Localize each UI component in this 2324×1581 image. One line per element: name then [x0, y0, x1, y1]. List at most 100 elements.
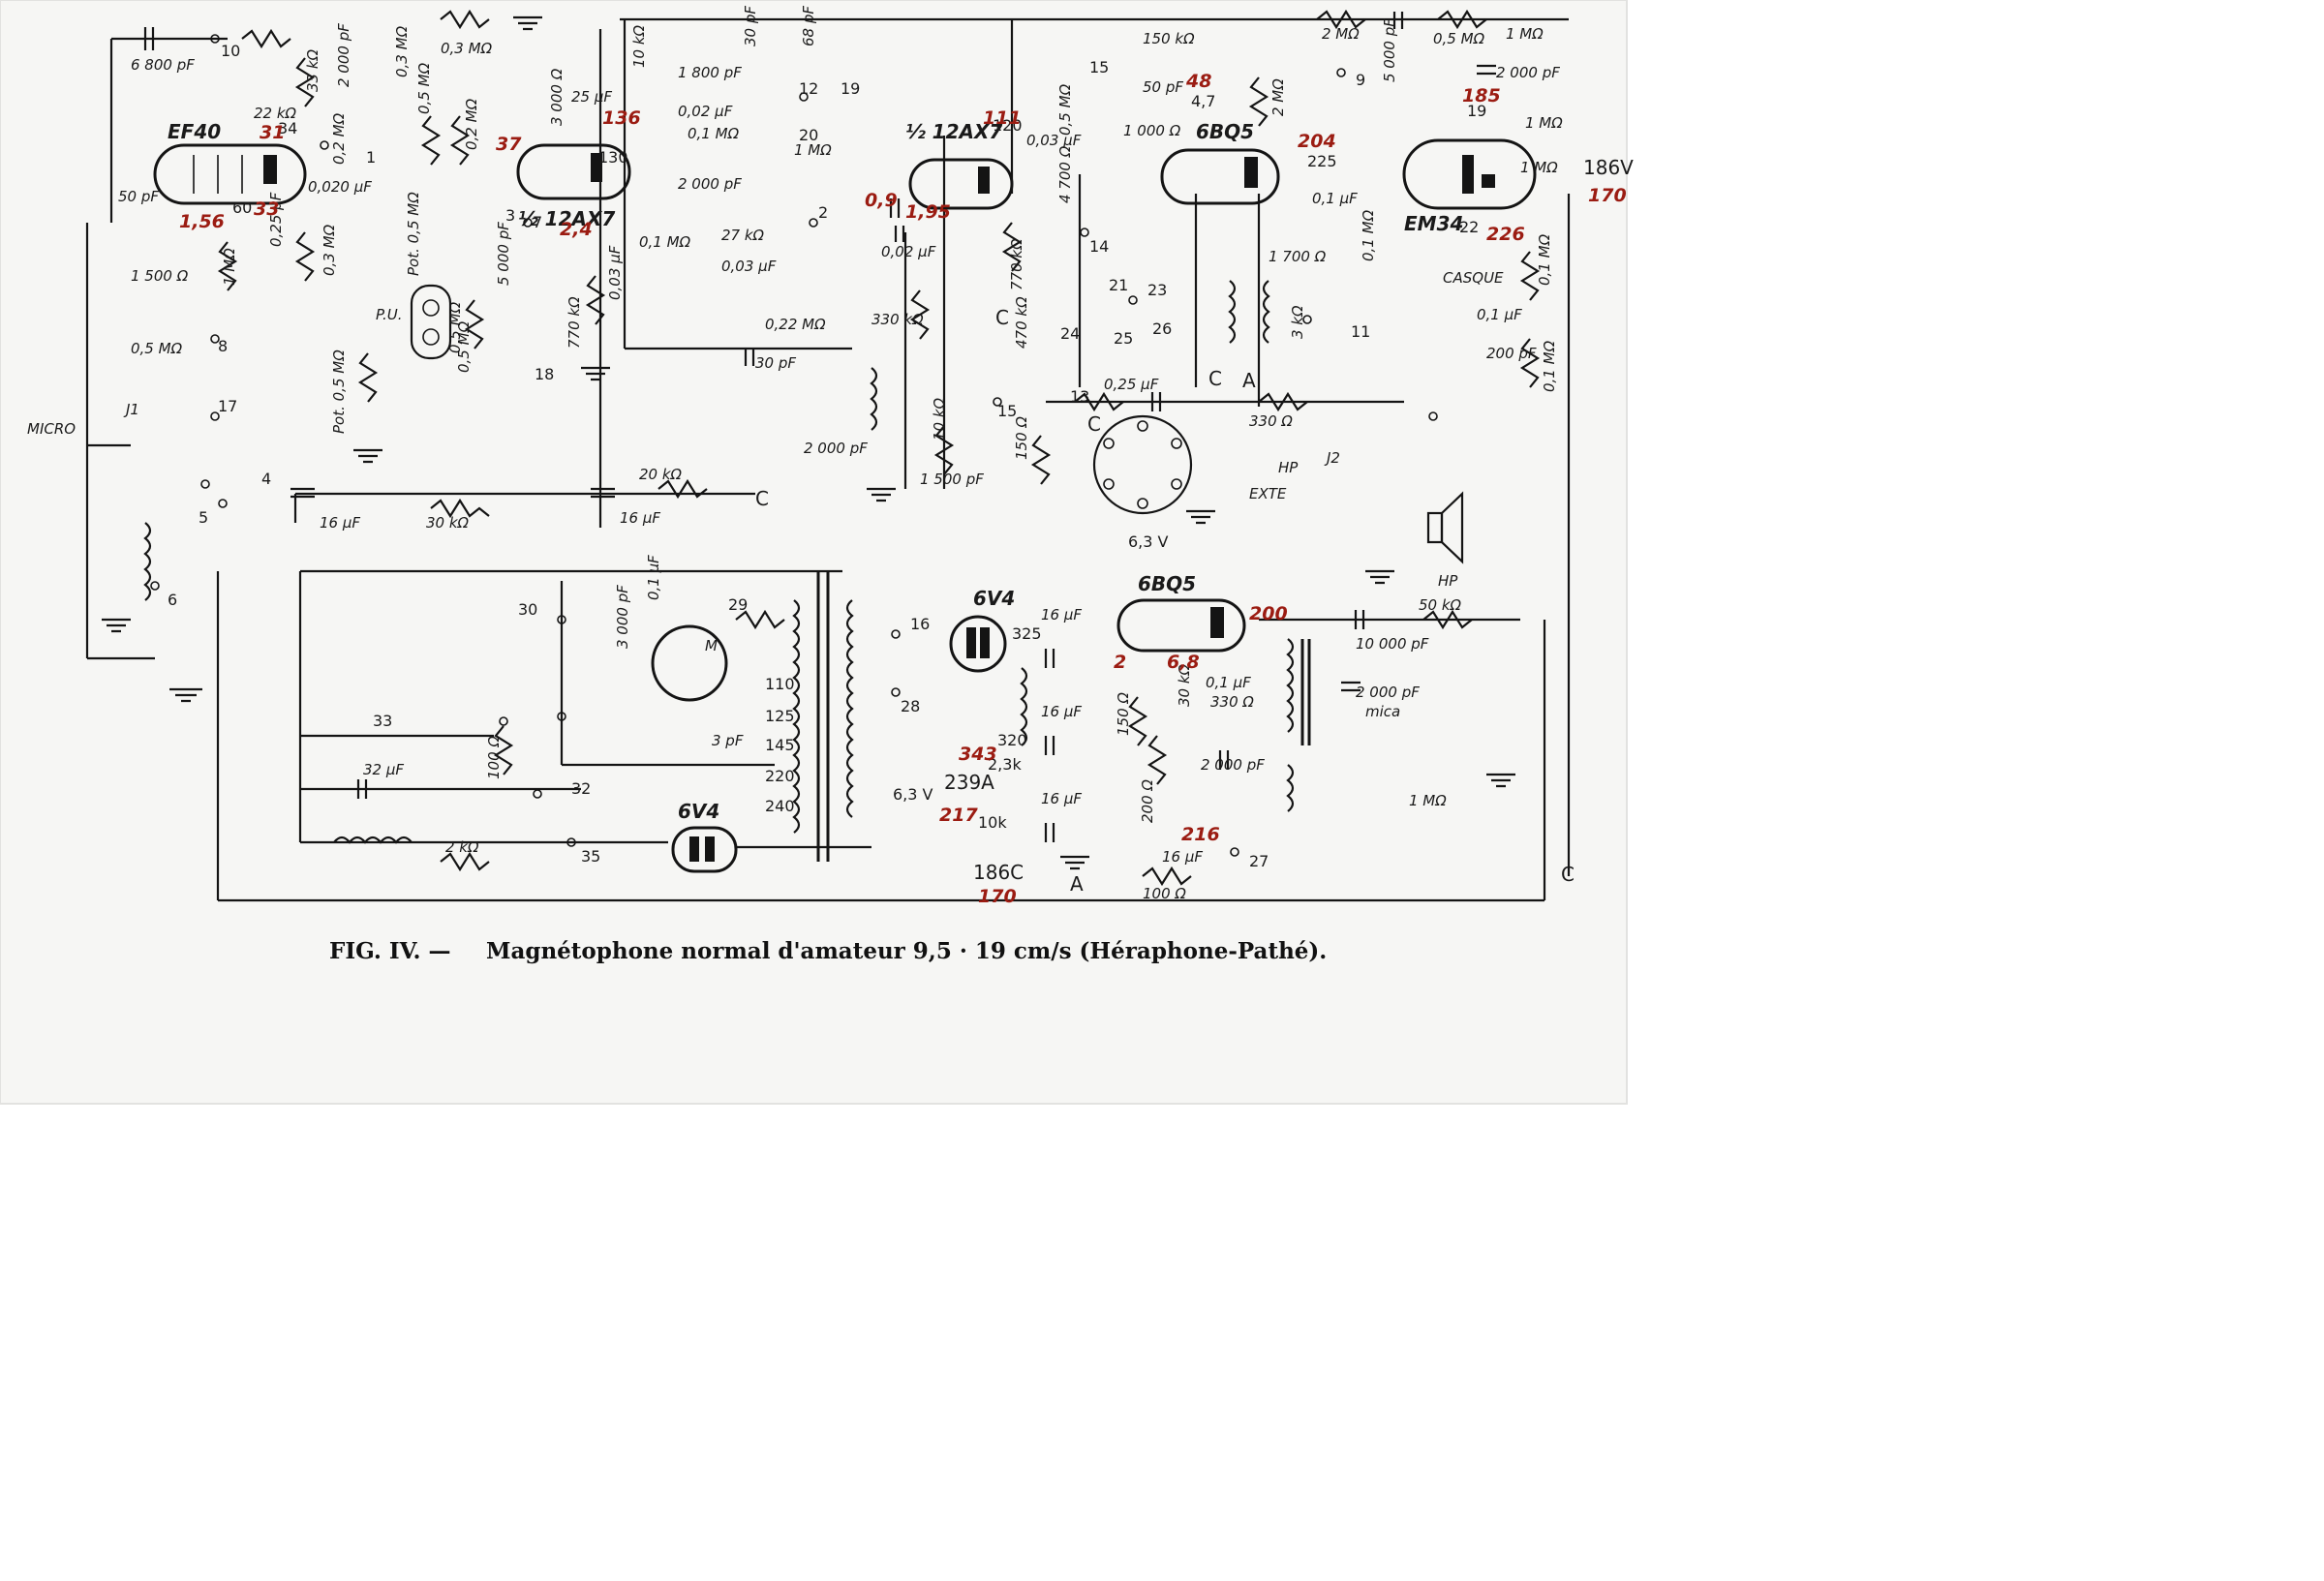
svg-text:1 500 Ω: 1 500 Ω	[131, 267, 189, 285]
svg-text:0,25 µF: 0,25 µF	[1104, 376, 1159, 393]
svg-text:100 Ω: 100 Ω	[485, 736, 503, 779]
svg-text:0,1 MΩ: 0,1 MΩ	[1536, 233, 1553, 286]
svg-text:15: 15	[1089, 58, 1109, 76]
paper-edge	[0, 0, 1628, 1105]
label-hp-exte-2: EXTE	[1249, 485, 1287, 502]
svg-text:2 kΩ: 2 kΩ	[445, 838, 479, 856]
svg-text:5 000 pF: 5 000 pF	[1381, 18, 1398, 82]
svg-text:30 pF: 30 pF	[742, 6, 759, 46]
svg-text:2,4: 2,4	[560, 219, 593, 240]
svg-text:330 kΩ: 330 kΩ	[872, 311, 924, 328]
label-casque: CASQUE	[1443, 269, 1504, 287]
svg-text:23: 23	[1147, 281, 1167, 299]
svg-text:226: 226	[1486, 224, 1525, 245]
svg-text:29: 29	[728, 595, 748, 614]
svg-text:2 MΩ: 2 MΩ	[1269, 78, 1287, 116]
tube-label-ef40: EF40	[168, 120, 221, 143]
svg-text:150 Ω: 150 Ω	[1013, 416, 1030, 460]
svg-text:9: 9	[1356, 71, 1365, 89]
svg-text:16 µF: 16 µF	[620, 509, 660, 527]
svg-text:5: 5	[199, 508, 208, 527]
svg-text:200 Ω: 200 Ω	[1139, 779, 1156, 823]
svg-text:2 000 pF: 2 000 pF	[804, 440, 868, 457]
svg-text:68 pF: 68 pF	[800, 6, 817, 46]
svg-text:0,5 MΩ: 0,5 MΩ	[1433, 30, 1485, 47]
svg-text:2 000 pF: 2 000 pF	[1201, 756, 1265, 774]
svg-text:1 800 pF: 1 800 pF	[678, 64, 742, 81]
svg-text:1,95: 1,95	[905, 201, 951, 223]
svg-text:3 kΩ: 3 kΩ	[1289, 305, 1306, 339]
svg-text:22: 22	[1459, 218, 1479, 236]
tube-label-6v4-a: 6V4	[973, 587, 1015, 610]
coils	[143, 280, 1295, 844]
label-pot2: Pot. 0,5 MΩ	[405, 192, 422, 276]
tube-label-6v4-b: 6V4	[678, 800, 719, 823]
svg-text:170: 170	[1588, 185, 1627, 206]
svg-text:136: 136	[602, 107, 641, 129]
svg-text:1 000 Ω: 1 000 Ω	[1123, 122, 1181, 139]
svg-text:17: 17	[218, 397, 237, 415]
svg-text:33: 33	[254, 198, 279, 220]
svg-text:10: 10	[221, 42, 240, 60]
svg-text:1 500 pF: 1 500 pF	[920, 471, 984, 488]
tube-label-6bq5-b: 6BQ5	[1138, 572, 1196, 595]
svg-text:2 000 pF: 2 000 pF	[678, 175, 742, 193]
svg-text:240: 240	[765, 797, 795, 815]
tube-label-em34: EM34	[1404, 212, 1463, 235]
svg-text:A: A	[1070, 872, 1084, 896]
svg-text:32: 32	[571, 779, 591, 798]
svg-text:30: 30	[518, 600, 537, 619]
svg-text:21: 21	[1109, 276, 1128, 294]
svg-text:26: 26	[1152, 319, 1172, 338]
tube-socket	[1092, 414, 1193, 515]
svg-text:470 kΩ: 470 kΩ	[1013, 296, 1030, 349]
svg-text:330 Ω: 330 Ω	[1249, 412, 1293, 430]
svg-text:5 000 pF: 5 000 pF	[495, 222, 512, 286]
svg-text:16 µF: 16 µF	[1041, 703, 1082, 720]
svg-text:1 MΩ: 1 MΩ	[794, 141, 832, 159]
svg-text:204: 204	[1298, 131, 1336, 152]
svg-text:0,1 MΩ: 0,1 MΩ	[688, 125, 740, 142]
svg-text:37: 37	[496, 134, 522, 155]
svg-text:0,1 MΩ: 0,1 MΩ	[1541, 340, 1558, 392]
svg-text:0,1 µF: 0,1 µF	[1477, 306, 1522, 323]
svg-text:22 kΩ: 22 kΩ	[254, 105, 297, 122]
svg-text:1 MΩ: 1 MΩ	[1506, 25, 1544, 43]
svg-text:343: 343	[959, 744, 997, 765]
loudspeaker-icon	[1426, 491, 1464, 564]
svg-text:3 000 Ω: 3 000 Ω	[548, 68, 566, 126]
svg-text:0,5 MΩ: 0,5 MΩ	[415, 62, 433, 114]
svg-text:3: 3	[505, 206, 515, 225]
svg-text:6 800 pF: 6 800 pF	[131, 56, 195, 74]
svg-text:150 kΩ: 150 kΩ	[1143, 30, 1195, 47]
svg-text:30 kΩ: 30 kΩ	[426, 514, 470, 532]
svg-text:0,25 µF: 0,25 µF	[267, 192, 285, 247]
svg-text:0,5 MΩ: 0,5 MΩ	[1056, 83, 1074, 136]
wiring	[85, 17, 1571, 902]
tube-6bq5-b	[1116, 598, 1246, 653]
svg-text:1 MΩ: 1 MΩ	[1409, 792, 1447, 809]
grounds	[102, 15, 1515, 870]
svg-text:0,02 µF: 0,02 µF	[678, 103, 733, 120]
svg-text:19: 19	[1467, 102, 1486, 120]
svg-text:6,8: 6,8	[1167, 652, 1200, 673]
svg-text:770 kΩ: 770 kΩ	[1008, 238, 1025, 290]
tube-ef40	[153, 143, 307, 205]
label-hp-exte-1: HP	[1278, 459, 1299, 476]
svg-text:C: C	[995, 306, 1009, 329]
svg-text:150 Ω: 150 Ω	[1115, 692, 1132, 736]
tube-6v4-b	[671, 826, 738, 873]
svg-text:2 MΩ: 2 MΩ	[1322, 25, 1360, 43]
svg-text:145: 145	[765, 736, 795, 754]
svg-text:31: 31	[260, 122, 285, 143]
svg-text:10 kΩ: 10 kΩ	[931, 397, 948, 441]
svg-text:32 µF: 32 µF	[363, 761, 404, 778]
svg-text:1 700 Ω: 1 700 Ω	[1269, 248, 1327, 265]
svg-text:C: C	[755, 487, 769, 510]
svg-text:0,03 µF: 0,03 µF	[606, 245, 624, 300]
svg-text:30 pF: 30 pF	[755, 354, 796, 372]
svg-text:1: 1	[366, 148, 376, 167]
svg-text:8: 8	[218, 337, 228, 355]
svg-text:C: C	[1208, 367, 1222, 390]
svg-text:220: 220	[765, 767, 795, 785]
